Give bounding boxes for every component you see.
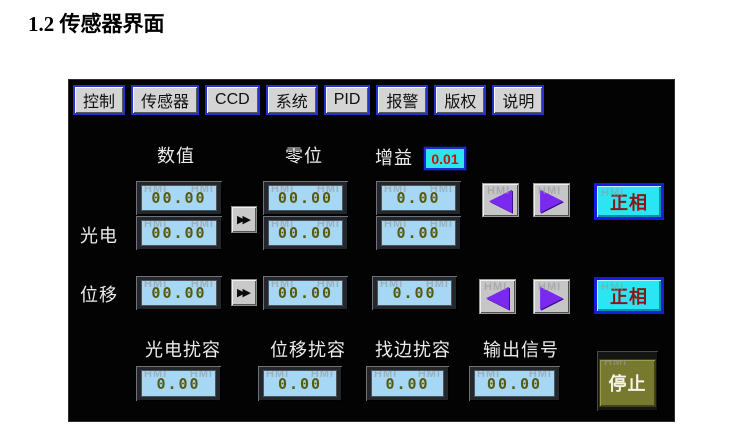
stop-button[interactable]: HMI 停止 [599, 359, 656, 407]
tab-sensor[interactable]: 传感器 [131, 85, 200, 115]
label-disp-tolerance: 位移扰容 [270, 340, 346, 360]
tab-control[interactable]: 控制 [73, 85, 126, 115]
photo-increase-button[interactable]: HMI ▶ [533, 183, 570, 217]
double-right-arrow-icon: ▶▶ [237, 287, 251, 299]
gain-value: 0.01 [431, 150, 459, 167]
photo-transfer-button[interactable]: ▶▶ [231, 206, 257, 233]
label-photo-tolerance: 光电扰容 [145, 340, 221, 360]
stop-button-label: 停止 [608, 374, 647, 394]
tab-pid[interactable]: PID [323, 85, 371, 115]
right-arrow-icon: ▶ [539, 279, 564, 313]
left-arrow-icon: ◀ [485, 279, 510, 313]
display-digits: 00.00 [151, 189, 207, 207]
photo-phase-button[interactable]: HMI 正相 [594, 183, 664, 220]
row-label-photoelectric: 光电 [80, 226, 118, 246]
hmi-sensor-panel: 控制 传感器 CCD 系统 PID 报警 版权 说明 数值 零位 增益 0.01… [68, 79, 675, 422]
display-digits: 0.00 [156, 374, 201, 393]
tab-ccd[interactable]: CCD [205, 85, 260, 115]
left-arrow-icon: ◀ [488, 183, 513, 216]
stop-button-frame: HMI 停止 [597, 351, 658, 411]
display-digits: 0.00 [392, 284, 437, 302]
display-digits: 00.00 [277, 224, 334, 242]
double-right-arrow-icon: ▶▶ [237, 214, 251, 226]
column-header-zero: 零位 [285, 146, 323, 166]
row-label-displacement: 位移 [80, 285, 118, 305]
section-heading: 1.2 传感器界面 [28, 12, 165, 36]
phase-button-label: 正相 [610, 286, 648, 307]
gain-input[interactable]: 0.01 [424, 147, 466, 170]
disp-transfer-button[interactable]: ▶▶ [231, 279, 257, 306]
display-digits: 0.00 [396, 224, 441, 242]
tab-copyright[interactable]: 版权 [434, 85, 487, 115]
tab-alarm[interactable]: 报警 [376, 85, 429, 115]
display-digits: 0.00 [385, 374, 430, 393]
tab-help[interactable]: 说明 [492, 85, 545, 115]
display-digits: 00.00 [486, 374, 543, 393]
display-digits: 0.00 [396, 189, 441, 207]
tab-bar: 控制 传感器 CCD 系统 PID 报警 版权 说明 [73, 85, 545, 115]
display-digits: 00.00 [277, 284, 334, 302]
photo-decrease-button[interactable]: HMI ◀ [482, 183, 519, 217]
display-digits: 00.00 [151, 284, 207, 302]
label-output-signal: 输出信号 [483, 340, 559, 360]
right-arrow-icon: ▶ [539, 183, 564, 216]
disp-phase-button[interactable]: HMI 正相 [594, 277, 664, 314]
hmi-watermark: HMI [604, 359, 628, 368]
disp-increase-button[interactable]: HMI ▶ [533, 279, 570, 314]
display-digits: 0.00 [277, 374, 323, 393]
display-digits: 00.00 [277, 189, 334, 207]
tab-system[interactable]: 系统 [265, 85, 318, 115]
display-digits: 00.00 [151, 224, 207, 242]
column-header-value: 数值 [157, 146, 195, 166]
label-edge-tolerance: 找边扰容 [375, 340, 451, 360]
column-header-gain: 增益 [375, 148, 413, 168]
phase-button-label: 正相 [610, 192, 648, 213]
disp-decrease-button[interactable]: HMI ◀ [479, 279, 516, 314]
